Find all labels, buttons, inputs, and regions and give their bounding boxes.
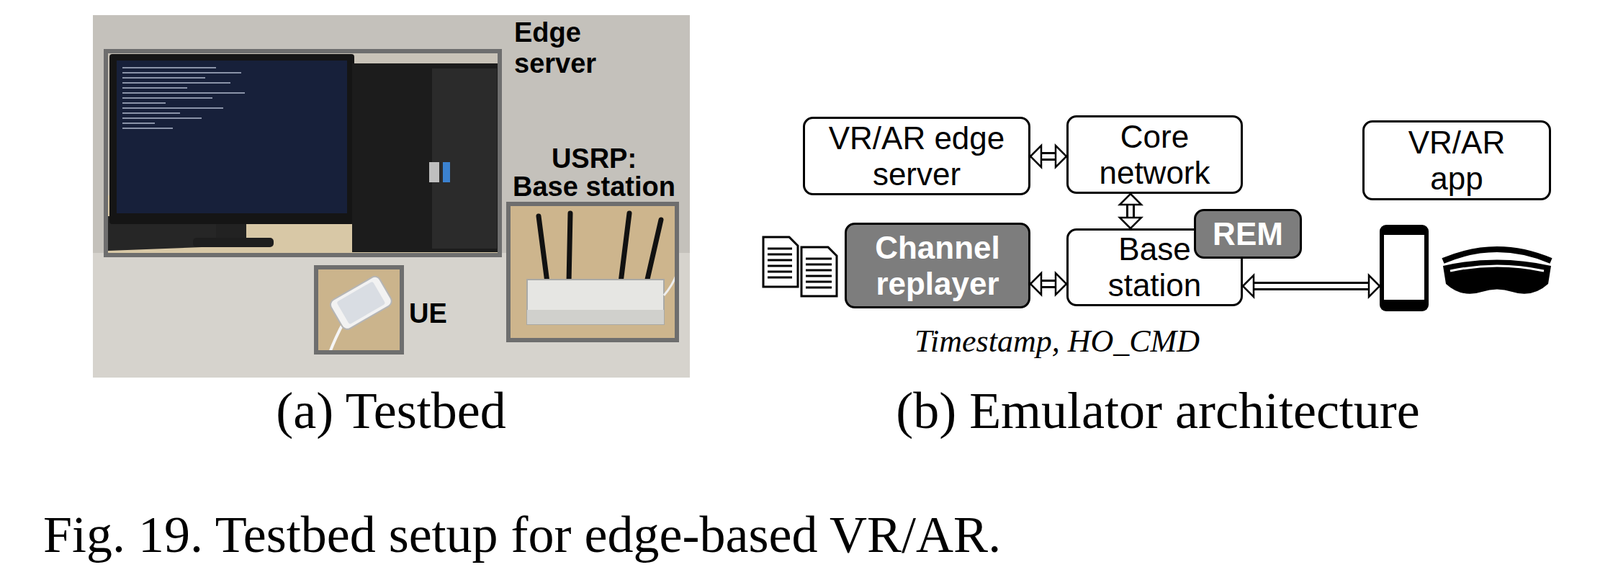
trace-files [763,236,837,296]
arrow-head [1119,193,1142,205]
rem-box: REM [1193,208,1302,259]
monitor-screen [116,60,348,214]
headset-band [1443,249,1552,261]
subfigure-caption: (a) Testbed [174,384,608,437]
inset-desk [316,267,402,353]
monitor-base [192,237,274,247]
arrow-shaft-inner [1252,283,1370,289]
arrow-shaft [1126,204,1135,218]
arrow-shaft-inner [1128,204,1133,218]
phone-screen [336,280,386,325]
usrp-front [527,309,664,325]
hollow-arrow [1030,145,1067,168]
phone-photo [328,274,394,332]
ue-inset [316,267,402,353]
tower-badge [429,162,440,183]
photo-label: UE [409,298,467,330]
monitor-bezel [109,54,355,224]
visor-highlight [1450,265,1544,271]
server-inset [105,51,500,255]
arrow-head [1030,145,1042,168]
app-box: VR/AR app [1362,120,1552,201]
usrp-box [527,279,664,325]
signal-label: Timestamp, HO_CMD [877,325,1238,358]
server-tower [352,63,500,253]
document-lines [805,258,832,288]
arrow-head [1119,217,1142,229]
usrp-inset [508,203,677,340]
testbed-photo [92,15,690,378]
server-box: VR/AR edge server [802,116,1031,196]
subfigure-caption: (b) Emulator architecture [797,384,1518,437]
phone-icon [1379,224,1429,312]
headset-visor [1443,259,1552,294]
figure-caption: Fig. 19. Testbed setup for edge-based VR… [43,508,1001,561]
arrow-shaft-inner [1041,154,1056,159]
arrow-shaft [1041,151,1056,161]
network-box: Core network [1066,115,1243,194]
console-lines [122,67,245,129]
node-text: REM [1212,216,1284,253]
arrow-shaft [1041,279,1056,289]
phone-screen [1383,234,1425,300]
document-lines [767,248,793,278]
arrow-head [1055,145,1067,168]
photo-label: Edge server [514,17,637,79]
document-icon [763,236,798,287]
hollow-arrow [1030,272,1067,295]
photo-label: Base station [504,171,685,203]
inset-desk [508,203,677,340]
arrow-shaft-inner [1041,281,1056,286]
hollow-arrow [1119,193,1142,229]
inset-border [316,267,402,353]
radio-link-arrow [1242,275,1380,297]
phone-body [1379,224,1429,312]
phone-body [328,274,394,332]
inset-border [508,203,677,340]
inset-border [105,51,500,255]
node-text: VR/AR app [1378,124,1535,196]
arrow-head [1242,275,1254,297]
arrow-head [1368,275,1380,297]
node-text: VR/AR edge server [813,120,1020,192]
antennas [538,213,662,283]
arrow-shaft [1252,281,1370,291]
arrow-head [1030,272,1042,295]
replayer-box: Channel replayer [844,222,1031,309]
document-icon [801,246,837,296]
node-text: Channel replayer [855,229,1020,301]
tower-light [442,162,451,183]
arrow-head [1055,272,1067,295]
photo-label: USRP: [504,143,685,175]
headset-icon [1443,249,1552,294]
node-text: Core network [1077,118,1233,191]
tower-front [432,68,497,249]
